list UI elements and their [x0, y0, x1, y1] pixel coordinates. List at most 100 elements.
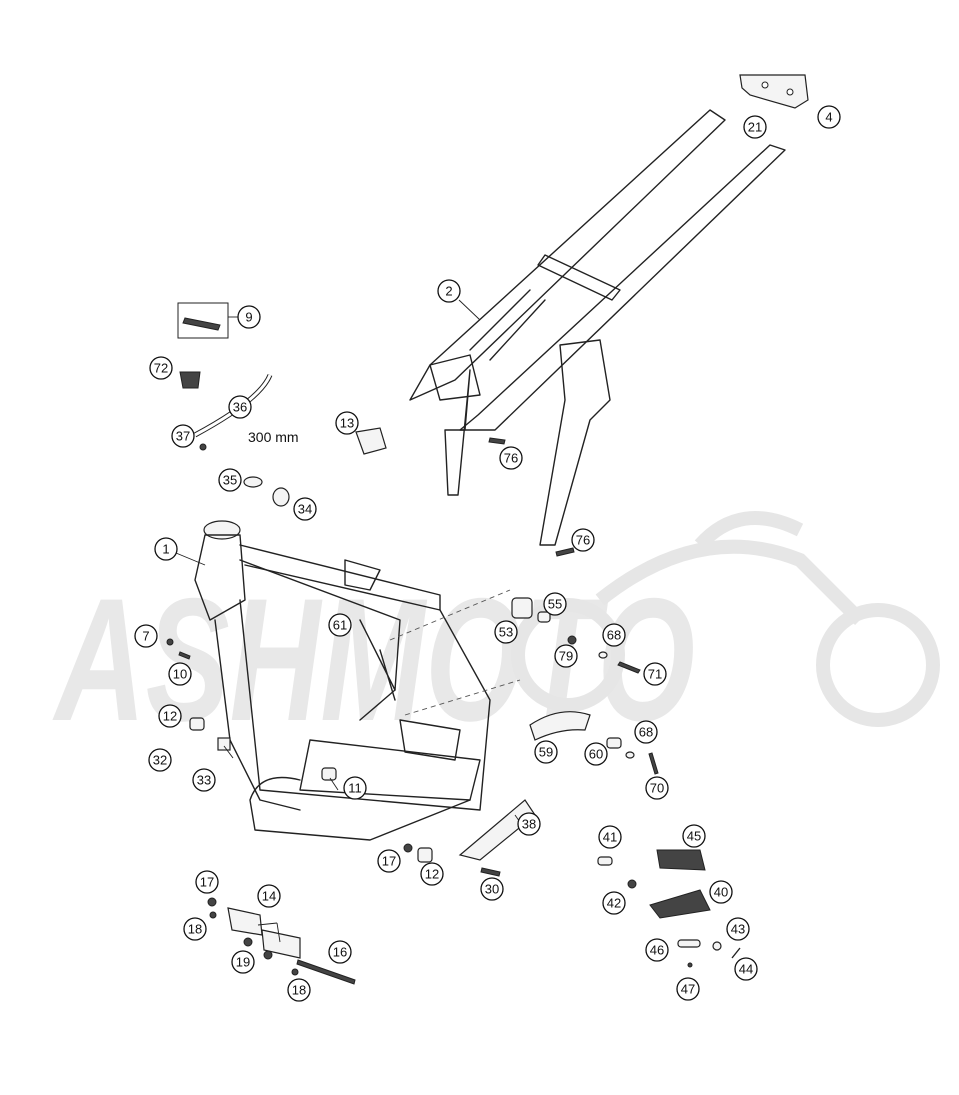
- main-frame: [194, 520, 491, 841]
- callout-17-lower: 17: [195, 870, 219, 894]
- callout-16: 16: [328, 940, 352, 964]
- svg-text:18: 18: [188, 922, 202, 937]
- callout-76-upper: 76: [499, 446, 523, 470]
- callout-61: 61: [328, 613, 352, 637]
- callout-14: 14: [257, 884, 281, 908]
- svg-text:9: 9: [245, 310, 252, 325]
- callout-43: 43: [726, 917, 750, 941]
- callout-68-lower: 68: [634, 720, 658, 744]
- callout-4: 4: [817, 105, 841, 129]
- callout-33: 33: [192, 768, 216, 792]
- svg-text:7: 7: [142, 629, 149, 644]
- callout-44: 44: [734, 957, 758, 981]
- callout-45: 45: [682, 824, 706, 848]
- svg-text:76: 76: [504, 451, 518, 466]
- motorcycle-watermark-icon: [511, 511, 940, 727]
- svg-text:72: 72: [154, 361, 168, 376]
- hose-length-label: 300 mm: [248, 429, 299, 445]
- svg-text:46: 46: [650, 943, 664, 958]
- callout-34: 34: [293, 497, 317, 521]
- svg-text:76: 76: [576, 533, 590, 548]
- svg-text:30: 30: [485, 882, 499, 897]
- callout-13: 13: [335, 411, 359, 435]
- svg-text:40: 40: [714, 885, 728, 900]
- callout-40: 40: [709, 880, 733, 904]
- svg-text:59: 59: [539, 745, 553, 760]
- svg-text:13: 13: [340, 416, 354, 431]
- callout-10: 10: [168, 662, 192, 686]
- svg-text:36: 36: [233, 400, 247, 415]
- small-parts: [166, 302, 741, 985]
- svg-text:43: 43: [731, 922, 745, 937]
- callout-17-middle: 17: [377, 849, 401, 873]
- svg-text:12: 12: [163, 709, 177, 724]
- svg-text:68: 68: [607, 628, 621, 643]
- svg-text:17: 17: [200, 875, 214, 890]
- svg-text:42: 42: [607, 896, 621, 911]
- svg-text:71: 71: [648, 667, 662, 682]
- svg-text:53: 53: [499, 625, 513, 640]
- callout-71: 71: [643, 662, 667, 686]
- callout-47: 47: [676, 977, 700, 1001]
- callout-35: 35: [218, 468, 242, 492]
- svg-text:17: 17: [382, 854, 396, 869]
- svg-text:70: 70: [650, 781, 664, 796]
- svg-text:35: 35: [223, 473, 237, 488]
- callout-2: 2: [437, 279, 461, 303]
- svg-text:38: 38: [522, 817, 536, 832]
- callout-60: 60: [584, 742, 608, 766]
- rear-bracket: [739, 74, 809, 109]
- callout-79: 79: [554, 644, 578, 668]
- callout-68-upper: 68: [602, 623, 626, 647]
- svg-text:55: 55: [548, 597, 562, 612]
- callouts: 4 21 2 9 72 36 37 13 76 35 34 76 1 55 7 …: [134, 105, 841, 1002]
- callout-38: 38: [517, 812, 541, 836]
- svg-text:60: 60: [589, 747, 603, 762]
- callout-12-middle: 12: [420, 862, 444, 886]
- svg-text:1: 1: [162, 542, 169, 557]
- callout-19: 19: [231, 950, 255, 974]
- svg-text:19: 19: [236, 955, 250, 970]
- callout-18-lower: 18: [287, 978, 311, 1002]
- watermark-text: ASHMOTO: [52, 563, 695, 758]
- svg-text:41: 41: [603, 830, 617, 845]
- svg-text:79: 79: [559, 649, 573, 664]
- svg-text:34: 34: [298, 502, 312, 517]
- watermark: ASHMOTO: [52, 511, 940, 758]
- svg-text:4: 4: [825, 110, 832, 125]
- svg-text:16: 16: [333, 945, 347, 960]
- callout-46: 46: [645, 938, 669, 962]
- svg-text:18: 18: [292, 983, 306, 998]
- svg-text:14: 14: [262, 889, 276, 904]
- callout-53: 53: [494, 620, 518, 644]
- callout-72: 72: [149, 356, 173, 380]
- callout-30: 30: [480, 877, 504, 901]
- callout-76-lower: 76: [571, 528, 595, 552]
- callout-1: 1: [154, 537, 178, 561]
- svg-text:32: 32: [153, 753, 167, 768]
- assembly-guide-lines: [389, 589, 521, 716]
- svg-text:10: 10: [173, 667, 187, 682]
- callout-37: 37: [171, 424, 195, 448]
- svg-text:61: 61: [333, 618, 347, 633]
- svg-text:11: 11: [348, 781, 362, 796]
- svg-text:44: 44: [739, 962, 753, 977]
- callout-7: 7: [134, 624, 158, 648]
- svg-text:45: 45: [687, 829, 701, 844]
- svg-text:37: 37: [176, 429, 190, 444]
- callout-18-upper: 18: [183, 917, 207, 941]
- svg-text:47: 47: [681, 982, 695, 997]
- callout-36: 36: [228, 395, 252, 419]
- callout-70: 70: [645, 776, 669, 800]
- callout-42: 42: [602, 891, 626, 915]
- rear-subframe: [409, 109, 786, 546]
- callout-12-left: 12: [158, 704, 182, 728]
- callout-32: 32: [148, 748, 172, 772]
- callout-59: 59: [534, 740, 558, 764]
- svg-text:33: 33: [197, 773, 211, 788]
- callout-11: 11: [343, 776, 367, 800]
- callout-9: 9: [237, 305, 261, 329]
- callout-41: 41: [598, 825, 622, 849]
- svg-text:68: 68: [639, 725, 653, 740]
